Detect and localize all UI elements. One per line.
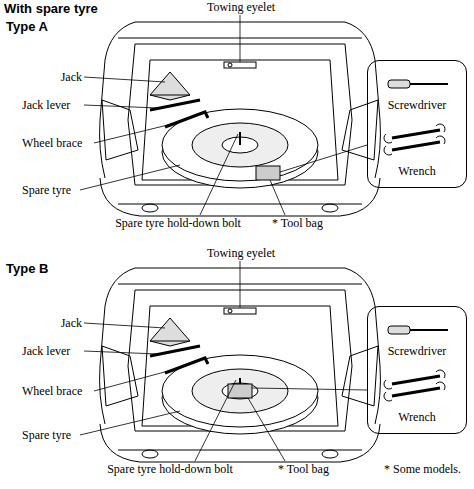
leader-line	[252, 388, 367, 390]
part-label: Spare tyre hold-down bolt	[107, 462, 233, 476]
tool-box: ScrewdriverWrench	[367, 60, 467, 188]
leader-line	[84, 105, 158, 108]
leader-line	[240, 15, 241, 62]
leader-line	[94, 370, 172, 391]
tool-box: ScrewdriverWrench	[367, 306, 467, 434]
leader-line	[80, 165, 180, 190]
leader-line	[80, 411, 180, 435]
leader-line	[240, 261, 241, 308]
part-label: Towing eyelet	[207, 246, 275, 260]
part-label: * Tool bag	[278, 462, 329, 476]
section-heading: Type B	[6, 262, 48, 276]
section-title: With spare tyre	[4, 2, 98, 16]
leader-line	[280, 145, 367, 172]
part-label: Jack lever	[22, 344, 70, 358]
tool-name: Screwdriver	[368, 344, 466, 358]
leader-line	[200, 134, 238, 215]
part-label: Wheel brace	[22, 136, 82, 150]
part-label: Jack	[61, 316, 82, 330]
part-label: Jack lever	[22, 98, 70, 112]
tool-name: Screwdriver	[368, 98, 466, 112]
tool-icons	[384, 80, 448, 155]
tool-name: Wrench	[368, 410, 466, 424]
tool-name: Wrench	[368, 164, 466, 178]
leader-line	[94, 124, 172, 143]
tool-bag	[256, 166, 280, 180]
part-label: * Some models.	[384, 462, 461, 476]
part-label: Wheel brace	[22, 384, 82, 398]
leader-line	[195, 380, 236, 461]
part-label: Jack	[61, 70, 82, 84]
part-label: Spare tyre hold-down bolt	[115, 216, 241, 230]
leader-line	[84, 351, 158, 354]
section-heading: Type A	[6, 20, 48, 34]
leader-line	[270, 180, 285, 215]
leader-line	[84, 77, 165, 82]
leader-line	[84, 323, 165, 328]
leader-line	[248, 398, 285, 461]
part-label: * Tool bag	[272, 216, 323, 230]
part-label: Spare tyre	[22, 183, 71, 197]
tool-icons	[384, 326, 448, 401]
leader-lines	[80, 15, 367, 461]
part-label: Towing eyelet	[207, 0, 275, 14]
part-label: Spare tyre	[22, 428, 71, 442]
tool-bag	[228, 384, 252, 398]
